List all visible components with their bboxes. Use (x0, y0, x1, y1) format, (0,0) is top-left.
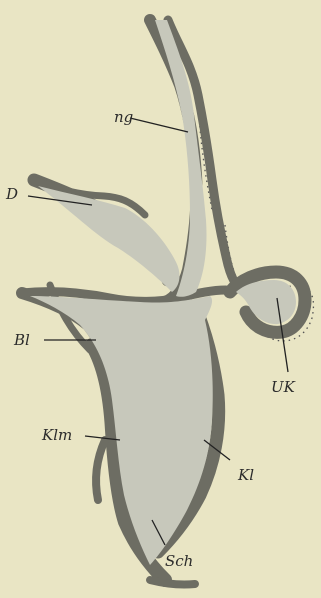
sch-tail (150, 580, 195, 585)
label-Klm: Klm (41, 426, 72, 444)
pouch-D-lumen (38, 186, 179, 292)
label-Bl: Bl (13, 331, 30, 349)
label-Kl: Kl (237, 466, 254, 484)
lead-ng (130, 118, 188, 132)
label-ng: ng (114, 108, 133, 126)
label-D: D (5, 185, 18, 203)
klm-spike-lower (96, 440, 105, 500)
label-Sch: Sch (165, 552, 193, 570)
label-UK: UK (271, 378, 296, 396)
